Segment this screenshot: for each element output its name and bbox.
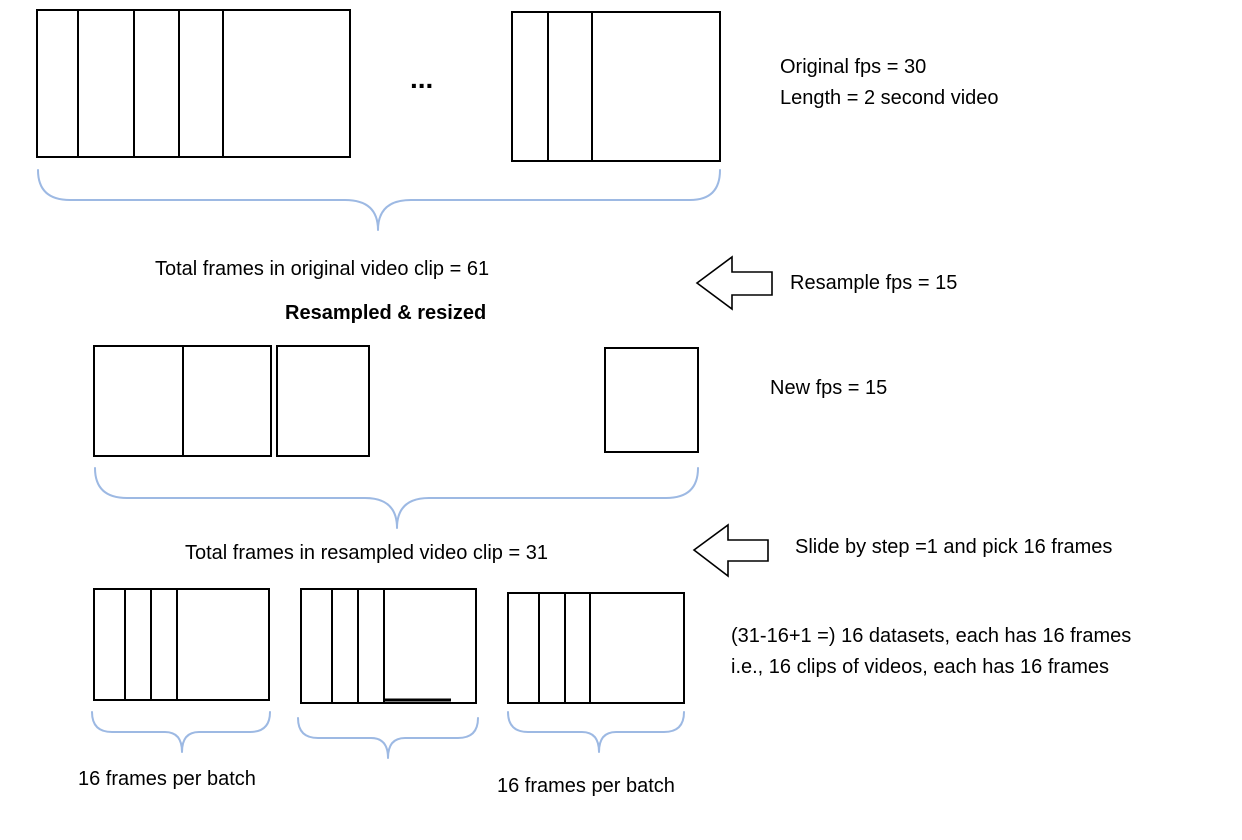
- batch-brace-3: [507, 711, 685, 753]
- slide-arrow-icon: [692, 523, 769, 578]
- original-frames-brace: [37, 169, 721, 231]
- original-frames-left: [36, 9, 351, 158]
- video-length-text: Length = 2 second video: [780, 87, 999, 109]
- original-frames-right: [511, 11, 721, 162]
- resampled-frames-brace: [94, 467, 699, 529]
- ellipsis-text: ...: [410, 63, 433, 94]
- slide-step-text: Slide by step =1 and pick 16 frames: [795, 536, 1112, 558]
- batch-label-left: 16 frames per batch: [78, 768, 256, 790]
- new-fps-text: New fps = 15: [770, 377, 887, 399]
- batch-frames-3: [507, 592, 685, 704]
- resampled-frame-right: [604, 347, 699, 453]
- batch-brace-2: [297, 717, 479, 759]
- resample-arrow-icon: [695, 255, 773, 311]
- datasets-line-2: i.e., 16 clips of videos, each has 16 fr…: [731, 656, 1109, 678]
- resampled-frame-middle: [276, 345, 370, 457]
- batch-frames-2: [300, 588, 477, 704]
- original-fps-text: Original fps = 30: [780, 56, 926, 78]
- resampled-total-frames-text: Total frames in resampled video clip = 3…: [185, 542, 548, 564]
- resample-fps-text: Resample fps = 15: [790, 272, 957, 294]
- batch-brace-1: [91, 711, 271, 753]
- resampled-heading: Resampled & resized: [285, 302, 486, 324]
- batch-label-right: 16 frames per batch: [497, 775, 675, 797]
- resampled-frames-left: [93, 345, 272, 457]
- datasets-line-1: (31-16+1 =) 16 datasets, each has 16 fra…: [731, 625, 1131, 647]
- original-total-frames-text: Total frames in original video clip = 61: [155, 258, 489, 280]
- batch-frames-1: [93, 588, 270, 701]
